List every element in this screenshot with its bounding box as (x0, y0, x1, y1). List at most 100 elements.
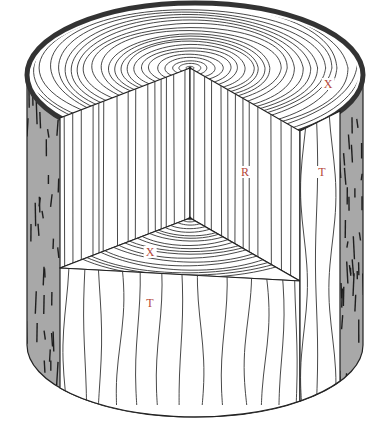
texture-line (353, 236, 354, 259)
texture-line (257, 420, 259, 423)
texture-line (27, 118, 28, 136)
texture-line (361, 196, 362, 210)
texture-line (66, 167, 312, 270)
texture-line (342, 315, 343, 329)
texture-line (157, 204, 224, 232)
texture-line (361, 174, 363, 181)
texture-line (197, 255, 204, 405)
texture-line (339, 396, 341, 402)
texture-line (30, 224, 32, 241)
texture-line (309, 411, 311, 418)
texture-line (52, 331, 54, 351)
texture-line (362, 274, 364, 296)
texture-line (164, 207, 216, 229)
texture-line (57, 120, 58, 136)
surface-label: T (316, 166, 327, 178)
texture-line (301, 100, 308, 400)
texture-line (36, 101, 38, 124)
texture-line (344, 404, 346, 411)
texture-line (221, 255, 227, 405)
pith (189, 217, 192, 220)
grain-lines (301, 100, 336, 400)
texture-line (77, 170, 306, 266)
texture-line (347, 241, 348, 247)
texture-line (181, 214, 199, 222)
texture-line (358, 320, 359, 343)
texture-line (51, 194, 52, 207)
texture-line (147, 200, 233, 236)
texture-line (270, 60, 272, 290)
texture-line (279, 255, 284, 405)
texture-line (118, 188, 263, 249)
texture-line (58, 178, 60, 192)
texture-line (43, 295, 45, 314)
texture-line (348, 197, 350, 211)
texture-line (363, 381, 364, 402)
texture-line (26, 321, 28, 344)
surface-label: X (144, 246, 157, 258)
texture-line (42, 211, 43, 219)
texture-line (46, 139, 47, 156)
texture-line (344, 168, 345, 185)
texture-line (354, 295, 356, 312)
texture-line (48, 175, 49, 184)
texture-line (345, 220, 347, 238)
texture-line (281, 420, 282, 423)
texture-line (300, 401, 301, 415)
texture-line (353, 273, 354, 296)
texture-line (280, 60, 282, 290)
texture-line (344, 153, 345, 165)
surface-label: X (322, 78, 335, 90)
texture-line (361, 143, 362, 158)
texture-line (136, 255, 141, 405)
texture-line (35, 291, 37, 314)
growth-rings (46, 157, 335, 278)
texture-line (37, 224, 39, 236)
texture-line (40, 374, 42, 393)
texture-line (360, 402, 361, 423)
texture-line (36, 385, 38, 405)
texture-line (44, 361, 46, 373)
texture-line (359, 232, 360, 240)
texture-line (84, 174, 294, 262)
texture-line (108, 183, 270, 251)
texture-line (84, 255, 87, 405)
texture-line (315, 100, 317, 400)
texture-line (33, 367, 35, 378)
texture-line (179, 255, 183, 405)
texture-line (51, 333, 53, 347)
texture-line (257, 60, 258, 290)
texture-line (43, 409, 45, 423)
texture-line (173, 211, 207, 225)
texture-line (346, 187, 348, 204)
texture-line (44, 331, 45, 340)
texture-line (261, 255, 269, 405)
texture-line (357, 271, 359, 279)
texture-line (25, 106, 27, 119)
texture-line (186, 216, 194, 219)
surface-label: T (144, 297, 155, 309)
texture-line (63, 255, 69, 405)
texture-line (43, 267, 45, 286)
texture-line (39, 112, 41, 128)
texture-line (52, 159, 328, 275)
texture-line (64, 60, 66, 275)
texture-line (48, 129, 49, 138)
texture-line (358, 262, 360, 275)
texture-line (51, 292, 53, 305)
texture-line (102, 181, 277, 254)
texture-line (52, 239, 54, 249)
tangential-face-front (60, 268, 300, 417)
texture-line (349, 265, 350, 274)
texture-line (348, 134, 349, 149)
texture-line (351, 145, 353, 163)
texture-line (244, 255, 252, 405)
texture-line (324, 403, 325, 416)
texture-line (345, 373, 346, 392)
texture-line (349, 381, 351, 392)
texture-line (143, 418, 144, 423)
texture-line (354, 188, 355, 197)
texture-line (98, 255, 102, 405)
